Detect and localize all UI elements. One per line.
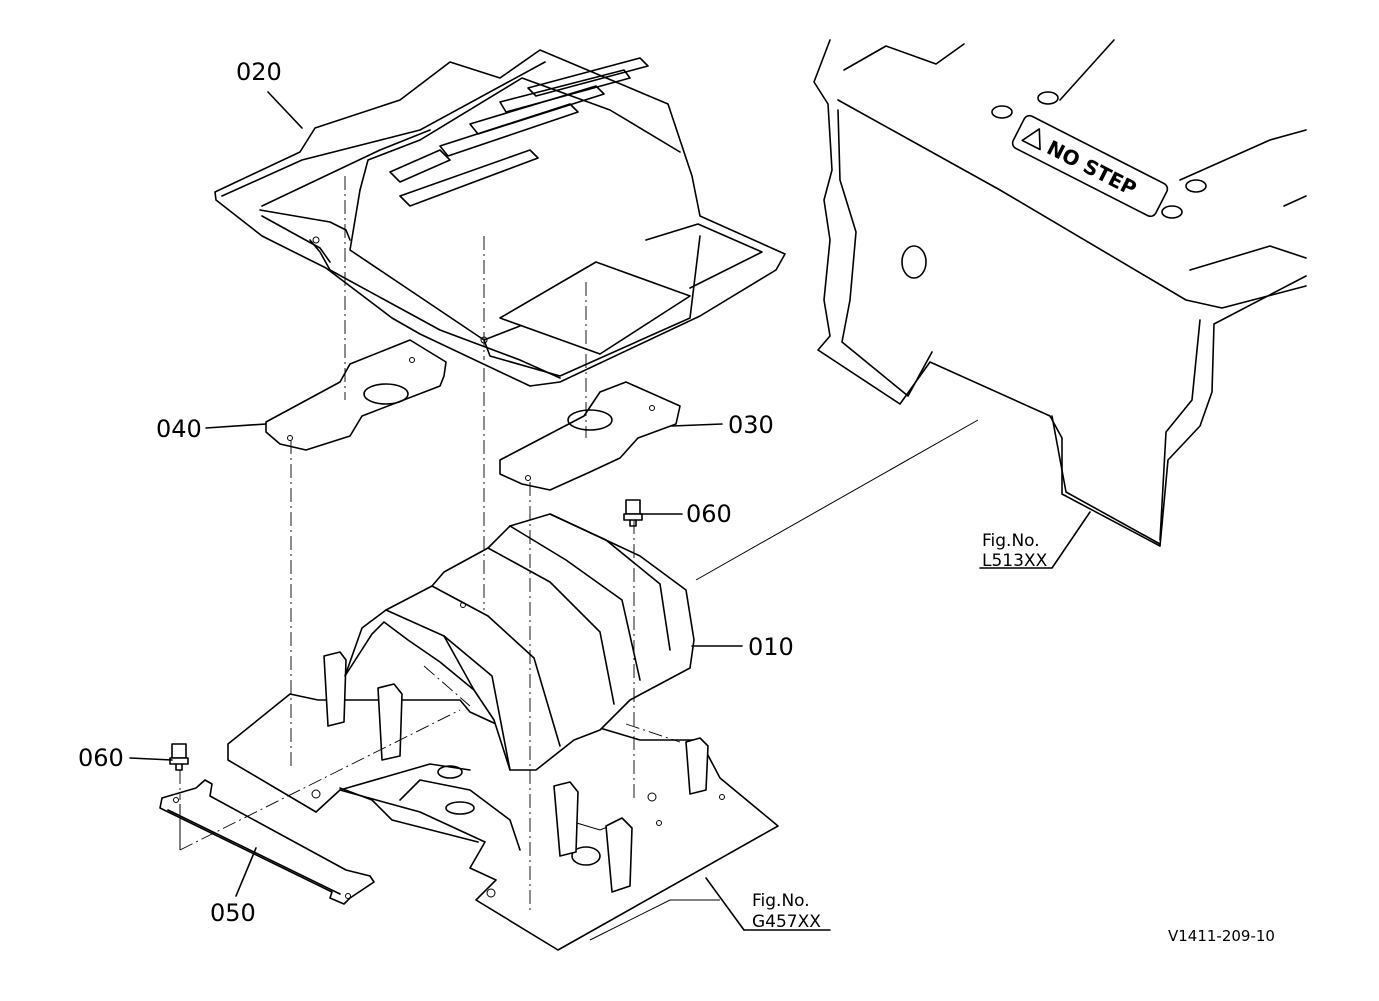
label-050: 050 <box>210 899 256 927</box>
reference-assembly-l513xx: NO STEP <box>813 39 1307 547</box>
part-010-cover <box>344 513 695 771</box>
drawing-code: V1411-209-10 <box>1168 927 1275 945</box>
label-040: 040 <box>156 415 202 443</box>
ref-l513xx-code: L513XX <box>982 551 1048 571</box>
part-050-strap <box>159 779 375 905</box>
part-060-bolt-lower <box>169 743 189 771</box>
label-020: 020 <box>236 58 282 86</box>
part-labels: 020 040 030 060 010 060 050 <box>78 58 794 927</box>
ref-g457xx-code: G457XX <box>752 912 821 932</box>
label-060-upper: 060 <box>686 500 732 528</box>
ref-l513xx-title: Fig.No. <box>982 531 1040 551</box>
part-020-top-shell <box>214 49 786 387</box>
no-step-decal: NO STEP <box>1011 114 1169 218</box>
floor-plate-assembly <box>227 651 779 951</box>
label-030: 030 <box>728 411 774 439</box>
figure-references: Fig.No. L513XX Fig.No. G457XX <box>752 531 1048 932</box>
vent-slots <box>389 57 649 207</box>
part-060-bolt-upper <box>623 499 643 527</box>
label-060-lower: 060 <box>78 744 124 772</box>
ref-g457xx-title: Fig.No. <box>752 891 810 911</box>
assembly-lines <box>179 176 979 910</box>
no-step-text: NO STEP <box>1043 135 1140 200</box>
part-040-plate <box>265 339 447 451</box>
part-030-plate <box>499 381 681 491</box>
leader-lines <box>129 91 1091 931</box>
label-010: 010 <box>748 633 794 661</box>
